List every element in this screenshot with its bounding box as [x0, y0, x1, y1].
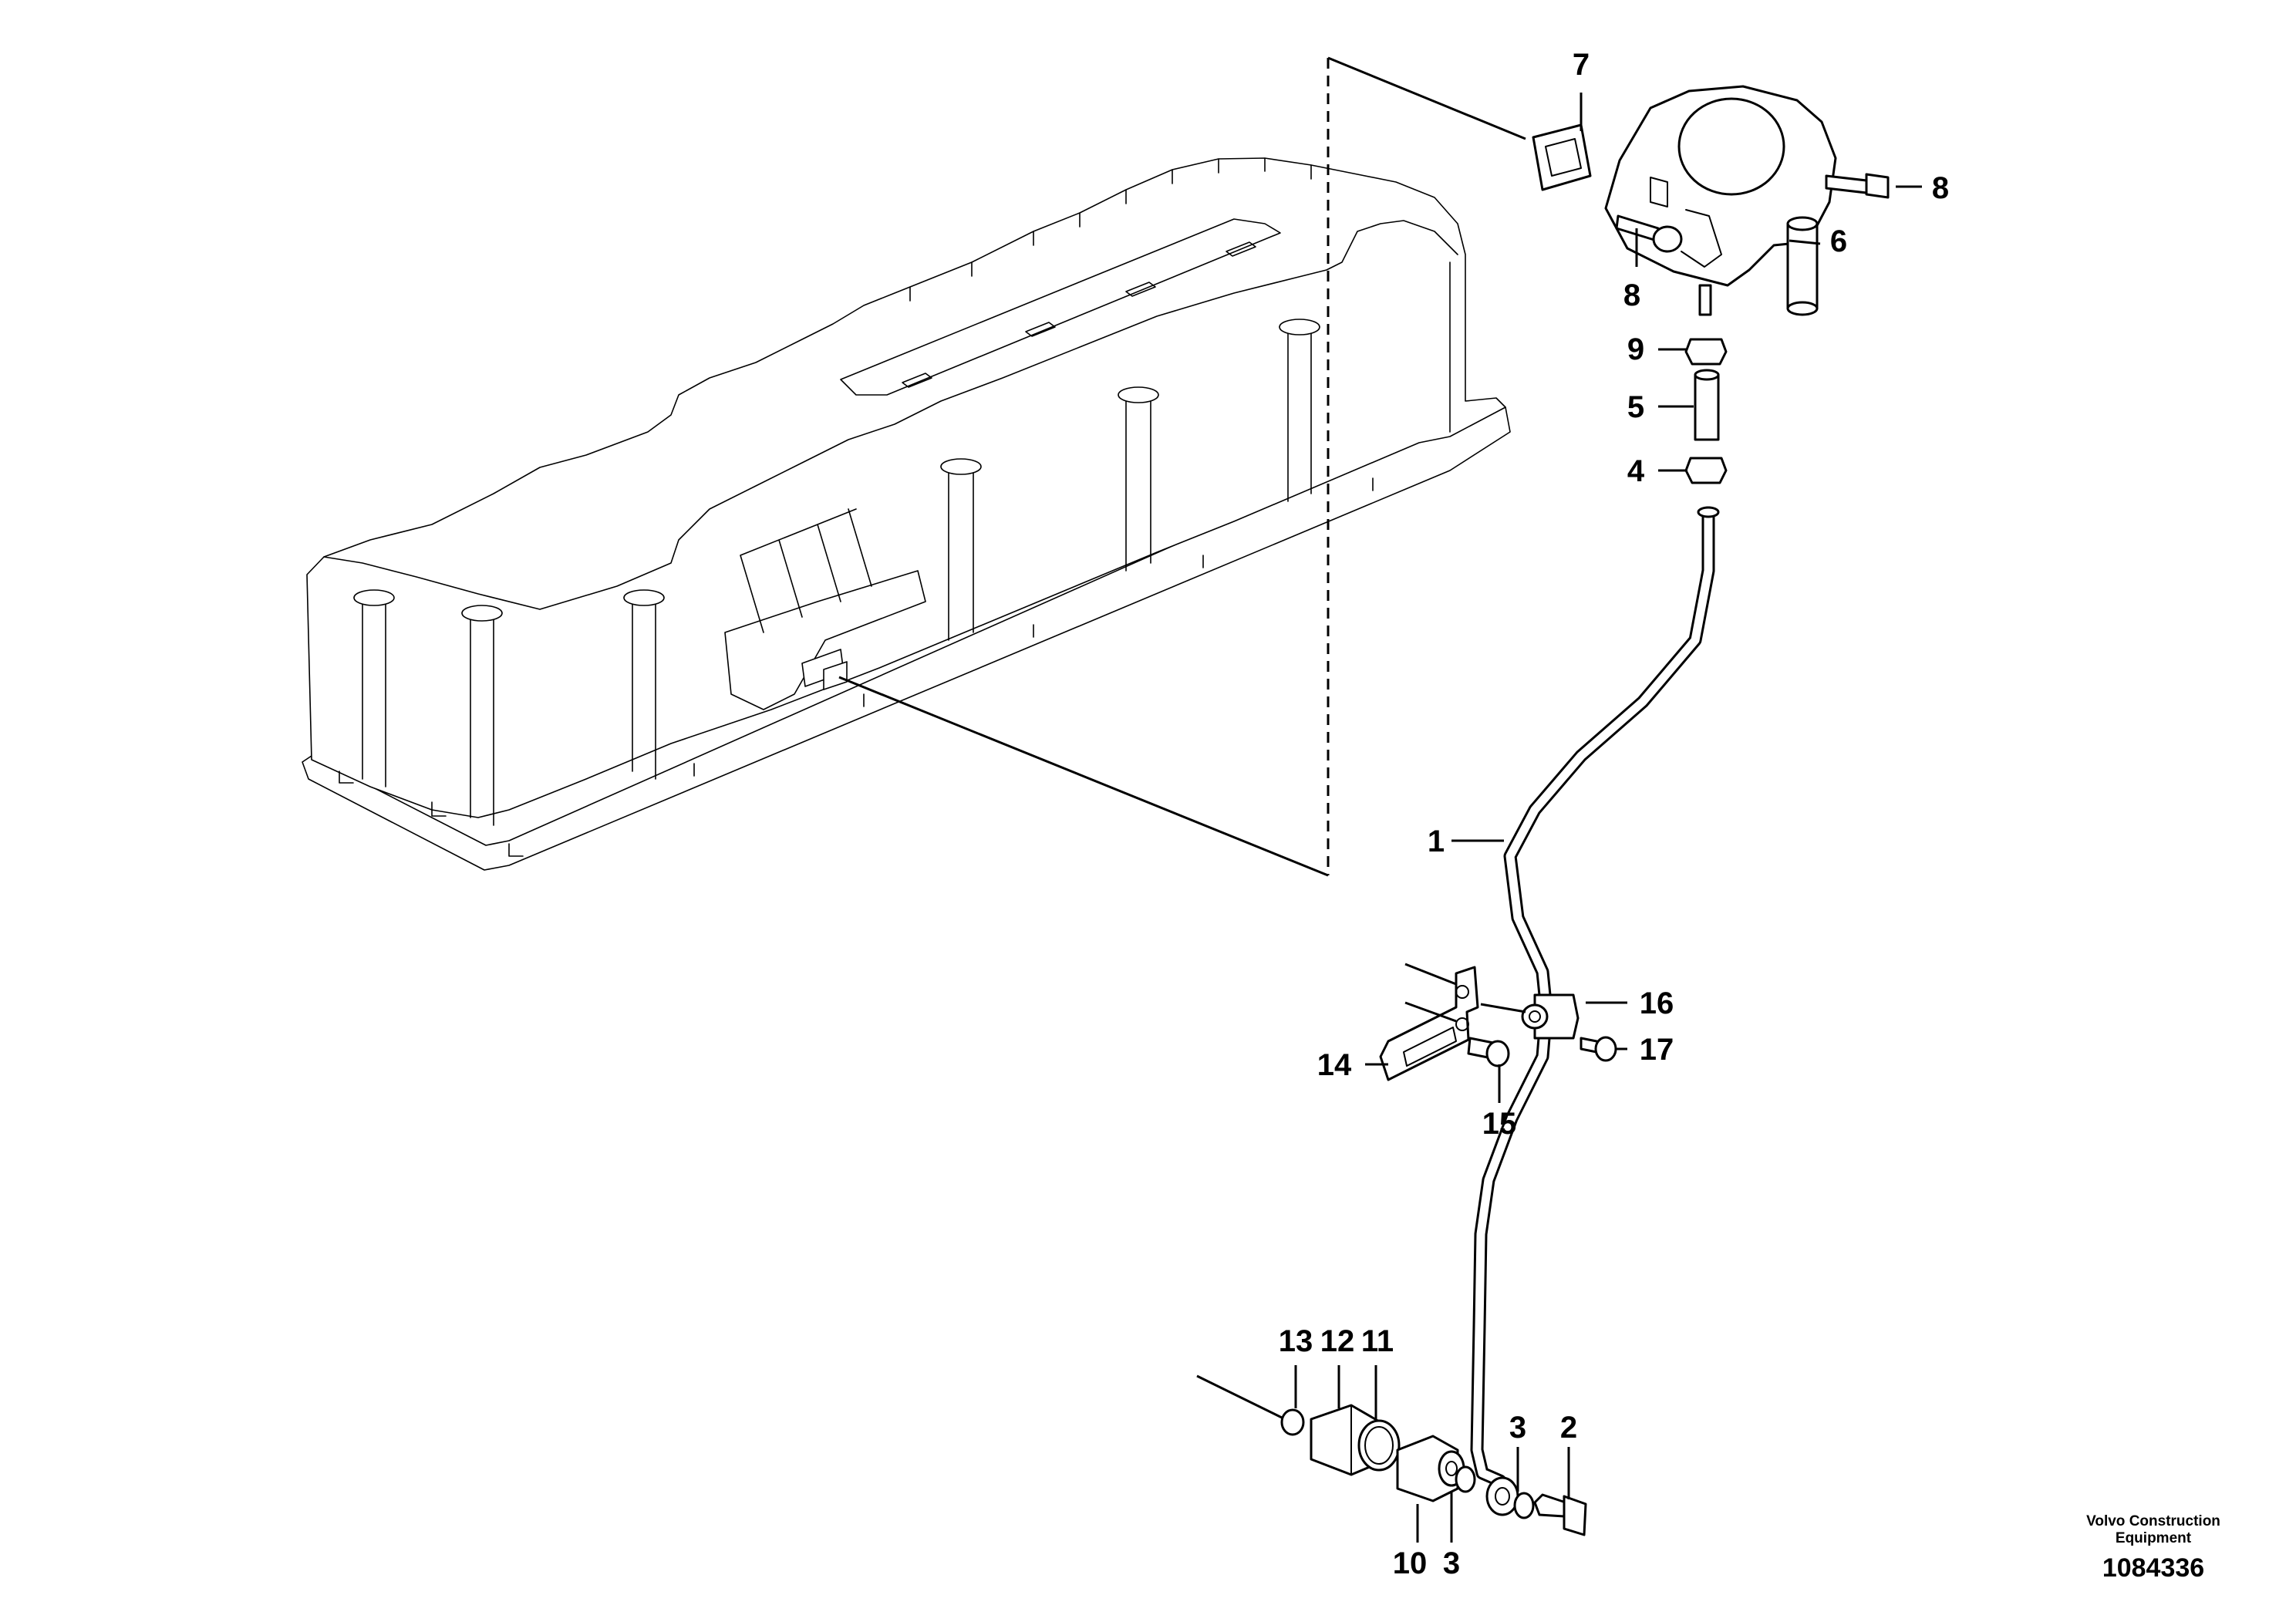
clamp-part-4: [1684, 457, 1728, 484]
callout-6: 6: [1830, 224, 1847, 258]
callout-5: 5: [1627, 390, 1644, 424]
bottom-fittings: [1196, 1374, 1587, 1536]
union-part-10: [1396, 1435, 1459, 1502]
bracket-part-14: [1379, 966, 1479, 1081]
callout-8-left: 8: [1623, 278, 1640, 312]
valve-cover-drawing: [302, 157, 1511, 871]
reference-lines: [838, 56, 1526, 877]
bolt-part-8-right: [1825, 174, 1868, 194]
washer-part-3-upper: [1513, 1492, 1535, 1519]
clip-part-16: [1533, 993, 1580, 1040]
callout-11: 11: [1361, 1324, 1394, 1358]
hose-part-5: [1694, 373, 1720, 441]
callout-3-upper: 3: [1509, 1411, 1526, 1445]
banjo-bolt-part-2: [1533, 1493, 1567, 1518]
callout-10: 10: [1393, 1546, 1428, 1580]
callout-9: 9: [1627, 332, 1644, 366]
pipe-part-1: [1470, 506, 1720, 1488]
clamp-part-9: [1684, 338, 1728, 366]
callout-13: 13: [1279, 1324, 1313, 1358]
callout-7: 7: [1573, 48, 1590, 82]
callout-4: 4: [1627, 454, 1645, 488]
callout-16: 16: [1640, 986, 1674, 1020]
callout-3-lower: 3: [1443, 1546, 1460, 1580]
gasket-part-7: [1532, 123, 1592, 191]
callout-leaders: [1294, 93, 1922, 1543]
bracket-assembly: [1379, 963, 1617, 1081]
brand-text: Volvo Construction Equipment: [2086, 1513, 2220, 1546]
o-ring-part-13: [1280, 1408, 1305, 1436]
document-number: 1084336: [2102, 1553, 2205, 1583]
callout-15: 15: [1482, 1107, 1517, 1141]
breather-assembly: [1532, 85, 1890, 316]
callout-12: 12: [1320, 1324, 1355, 1358]
callout-17: 17: [1640, 1033, 1674, 1067]
callout-2: 2: [1560, 1411, 1577, 1445]
callout-1: 1: [1428, 824, 1445, 858]
callout-8-right: 8: [1932, 171, 1949, 205]
callout-14: 14: [1317, 1048, 1352, 1082]
hose-and-clamps: [1684, 338, 1728, 484]
callout-labels: 7 8 6 8 9 5 4 1 16 17 14 15 13 12 11 3 2…: [1279, 48, 1949, 1580]
footer: Volvo Construction Equipment 1084336: [2065, 1513, 2242, 1583]
washer-part-3-lower: [1455, 1465, 1476, 1493]
